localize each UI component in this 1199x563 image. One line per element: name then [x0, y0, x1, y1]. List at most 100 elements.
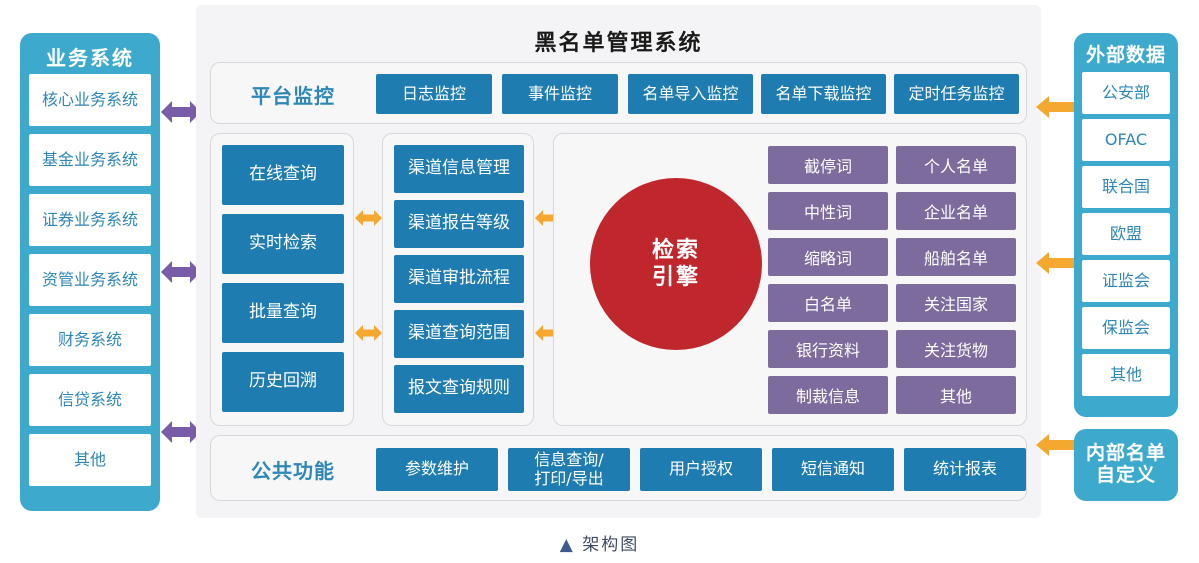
external-item-csrc[interactable]: 证监会 — [1082, 260, 1170, 302]
common-item-label: 短信通知 — [800, 459, 865, 479]
data-item-enterprise-list[interactable]: 企业名单 — [896, 192, 1016, 230]
monitoring-item-label: 日志监控 — [401, 83, 466, 103]
external-item-united-nations[interactable]: 联合国 — [1082, 166, 1170, 208]
query-item-history[interactable]: 历史回溯 — [222, 352, 344, 412]
data-item-label: 截停词 — [803, 157, 852, 176]
common-item-info-query-print-export[interactable]: 信息查询/ 打印/导出 — [508, 448, 630, 491]
right-arrow-top-icon — [1036, 94, 1076, 120]
sidebar-item-finance-system[interactable]: 财务系统 — [29, 314, 151, 366]
channel-item-label: 渠道查询范围 — [408, 323, 510, 344]
monitoring-item-label: 事件监控 — [527, 83, 592, 103]
left-arrow-bottom-icon — [161, 418, 201, 446]
query-item-label: 在线查询 — [249, 164, 317, 185]
data-item-watch-country[interactable]: 关注国家 — [896, 284, 1016, 322]
main-panel: 黑名单管理系统 平台监控 日志监控 事件监控 名单导入监控 名单下载监控 定时任… — [196, 5, 1041, 518]
channel-item-query-scope[interactable]: 渠道查询范围 — [394, 310, 524, 358]
common-item-statistical-report[interactable]: 统计报表 — [904, 448, 1026, 491]
data-item-whitelist[interactable]: 白名单 — [768, 284, 888, 322]
sidebar-item-label: 其他 — [73, 450, 106, 470]
channel-item-label: 报文查询规则 — [408, 378, 510, 399]
channel-item-label: 渠道报告等级 — [408, 213, 510, 234]
sidebar-item-label: 信贷系统 — [57, 390, 122, 410]
left-arrow-top-icon — [161, 98, 201, 126]
channel-item-label: 渠道审批流程 — [408, 268, 510, 289]
data-item-label: 其他 — [939, 387, 972, 406]
external-item-label: 联合国 — [1101, 177, 1150, 197]
monitoring-item-log[interactable]: 日志监控 — [376, 74, 492, 114]
query-item-batch[interactable]: 批量查询 — [222, 283, 344, 343]
common-item-label-line1: 信息查询/ — [534, 450, 604, 470]
data-item-other[interactable]: 其他 — [896, 376, 1016, 414]
external-item-label: 证监会 — [1101, 271, 1150, 291]
common-item-label-line2: 打印/导出 — [534, 468, 604, 488]
right-arrow-middle-icon — [1036, 250, 1076, 276]
engine-label-line2: 引擎 — [651, 265, 700, 290]
external-item-public-security[interactable]: 公安部 — [1082, 72, 1170, 114]
data-item-watch-cargo[interactable]: 关注货物 — [896, 330, 1016, 368]
sidebar-item-securities-business[interactable]: 证券业务系统 — [29, 194, 151, 246]
channel-column-section: 渠道信息管理 渠道报告等级 渠道审批流程 渠道查询范围 报文查询规则 — [382, 133, 534, 426]
data-item-bank-data[interactable]: 银行资料 — [768, 330, 888, 368]
channel-item-report-level[interactable]: 渠道报告等级 — [394, 200, 524, 248]
external-item-ofac[interactable]: OFAC — [1082, 119, 1170, 161]
data-item-vessel-list[interactable]: 船舶名单 — [896, 238, 1016, 276]
internal-list-line2: 自定义 — [1095, 464, 1156, 486]
monitoring-item-label: 定时任务监控 — [908, 83, 1005, 103]
channel-item-approval-flow[interactable]: 渠道审批流程 — [394, 255, 524, 303]
common-functions-label: 公共功能 — [251, 458, 335, 483]
data-item-stopword[interactable]: 截停词 — [768, 146, 888, 184]
monitoring-item-list-import[interactable]: 名单导入监控 — [628, 74, 753, 114]
sidebar-item-label: 财务系统 — [57, 330, 122, 350]
data-item-label: 关注货物 — [923, 341, 988, 360]
data-item-neutral-word[interactable]: 中性词 — [768, 192, 888, 230]
monitoring-item-list-download[interactable]: 名单下载监控 — [761, 74, 886, 114]
sidebar-item-other[interactable]: 其他 — [29, 434, 151, 486]
inner-arrow-col1-col2-bottom-icon — [355, 323, 382, 343]
data-item-sanction-info[interactable]: 制裁信息 — [768, 376, 888, 414]
figure-caption: ▲ 架构图 — [0, 530, 1199, 555]
engine-label-line1: 检索 — [651, 237, 700, 263]
external-item-circ[interactable]: 保监会 — [1082, 307, 1170, 349]
common-item-user-authorization[interactable]: 用户授权 — [640, 448, 762, 491]
query-item-realtime[interactable]: 实时检索 — [222, 214, 344, 274]
sidebar-item-label: 基金业务系统 — [41, 150, 138, 170]
channel-item-info-management[interactable]: 渠道信息管理 — [394, 145, 524, 193]
engine-and-data-section: 检索 引擎 截停词 中性词 缩略词 白名单 银行资料 制裁信息 — [553, 133, 1027, 426]
page-title: 黑名单管理系统 — [534, 31, 703, 56]
left-arrow-middle-icon — [161, 258, 201, 286]
monitoring-item-scheduled-task[interactable]: 定时任务监控 — [894, 74, 1019, 114]
internal-list-custom-box: 内部名单 自定义 — [1074, 429, 1178, 501]
sidebar-item-core-business[interactable]: 核心业务系统 — [29, 74, 151, 126]
query-item-online[interactable]: 在线查询 — [222, 145, 344, 205]
data-item-label: 缩略词 — [803, 249, 852, 268]
data-item-label: 白名单 — [803, 295, 852, 314]
data-item-label: 个人名单 — [923, 157, 988, 176]
platform-monitoring-section: 平台监控 日志监控 事件监控 名单导入监控 名单下载监控 定时任务监控 — [210, 62, 1027, 124]
external-item-label: OFAC — [1104, 130, 1148, 150]
common-item-parameter-maintenance[interactable]: 参数维护 — [376, 448, 498, 491]
inner-arrow-col1-col2-top-icon — [355, 208, 382, 228]
data-item-label: 制裁信息 — [795, 387, 860, 406]
external-item-other[interactable]: 其他 — [1082, 354, 1170, 396]
query-item-label: 批量查询 — [249, 302, 317, 323]
common-item-sms-notification[interactable]: 短信通知 — [772, 448, 894, 491]
sidebar-item-fund-business[interactable]: 基金业务系统 — [29, 134, 151, 186]
caption-triangle-icon: ▲ — [559, 535, 575, 555]
external-item-label: 其他 — [1109, 365, 1142, 385]
channel-item-label: 渠道信息管理 — [408, 158, 510, 179]
sidebar-item-credit-system[interactable]: 信贷系统 — [29, 374, 151, 426]
caption-text: 架构图 — [582, 535, 640, 555]
sidebar-item-label: 资管业务系统 — [41, 270, 138, 290]
data-item-individual-list[interactable]: 个人名单 — [896, 146, 1016, 184]
monitoring-item-event[interactable]: 事件监控 — [502, 74, 618, 114]
data-item-abbreviation[interactable]: 缩略词 — [768, 238, 888, 276]
search-engine-circle: 检索 引擎 — [590, 178, 762, 350]
sidebar-item-asset-management[interactable]: 资管业务系统 — [29, 254, 151, 306]
channel-item-message-rules[interactable]: 报文查询规则 — [394, 365, 524, 413]
left-sidebar-business-systems: 业务系统 核心业务系统 基金业务系统 证券业务系统 资管业务系统 财务系统 信贷… — [20, 33, 160, 511]
left-sidebar-title: 业务系统 — [46, 46, 134, 70]
sidebar-item-label: 核心业务系统 — [41, 90, 138, 110]
external-item-european-union[interactable]: 欧盟 — [1082, 213, 1170, 255]
right-arrow-bottom-icon — [1036, 432, 1076, 458]
